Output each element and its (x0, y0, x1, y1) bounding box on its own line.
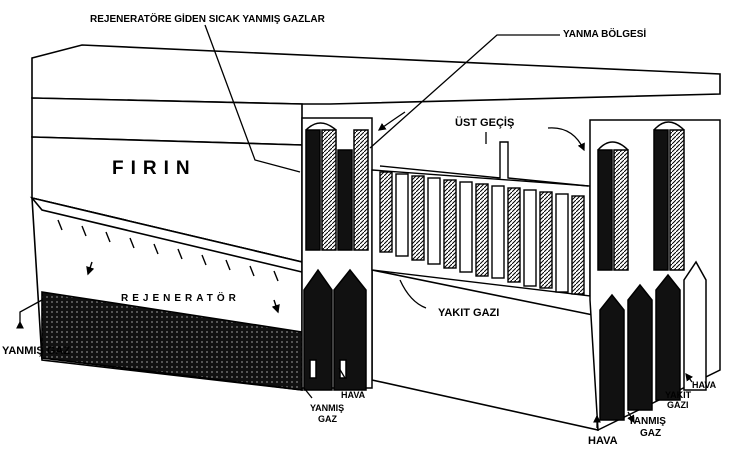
exhaust-mid-label-2: GAZ (318, 414, 338, 424)
fuel-gas-label: YAKIT GAZI (438, 307, 499, 319)
exhaust-mid-leader (303, 387, 313, 399)
fuel-gas-leader (399, 279, 427, 309)
furnace-block (29, 44, 721, 431)
right-flue-wall (589, 119, 721, 432)
regenerator-label: REJENERATÖR (121, 291, 240, 304)
oven-right-lower (371, 269, 599, 431)
air-mid-leader (338, 367, 346, 379)
left-flue-wall (301, 117, 373, 391)
regenerator-slots (57, 219, 280, 314)
exhaust-mid-label-1: YANMIŞ (310, 403, 344, 413)
hot-gas-leader (204, 24, 301, 173)
roof-top (31, 44, 721, 105)
air-mid-label: HAVA (341, 390, 366, 400)
hot-gases-label: REJENERATÖRE GİDEN SICAK YANMIŞ GAZLAR (90, 12, 326, 25)
combustion-leader (369, 34, 560, 149)
air-bottom-label: HAVA (588, 435, 618, 447)
exhaust-right-label-2: GAZ (640, 428, 661, 439)
furnace-label: FIRIN (112, 158, 197, 179)
exhaust-left-leader (16, 299, 43, 329)
combustion-zone-label: YANMA BÖLGESİ (563, 27, 646, 40)
upper-passage-label: ÜST GEÇİŞ (455, 116, 514, 129)
regenerator-checker (41, 291, 303, 391)
leader-lines (16, 24, 694, 428)
air-right-label: HAVA (692, 380, 717, 390)
fuel-right-label-1: YAKIT (665, 390, 692, 400)
heating-flues (371, 141, 591, 297)
exhaust-left-label: YANMIŞ GAZ (2, 345, 70, 357)
fuel-right-label-2: GAZI (667, 400, 689, 410)
exhaust-right-label-1: YANMIŞ (628, 416, 666, 427)
